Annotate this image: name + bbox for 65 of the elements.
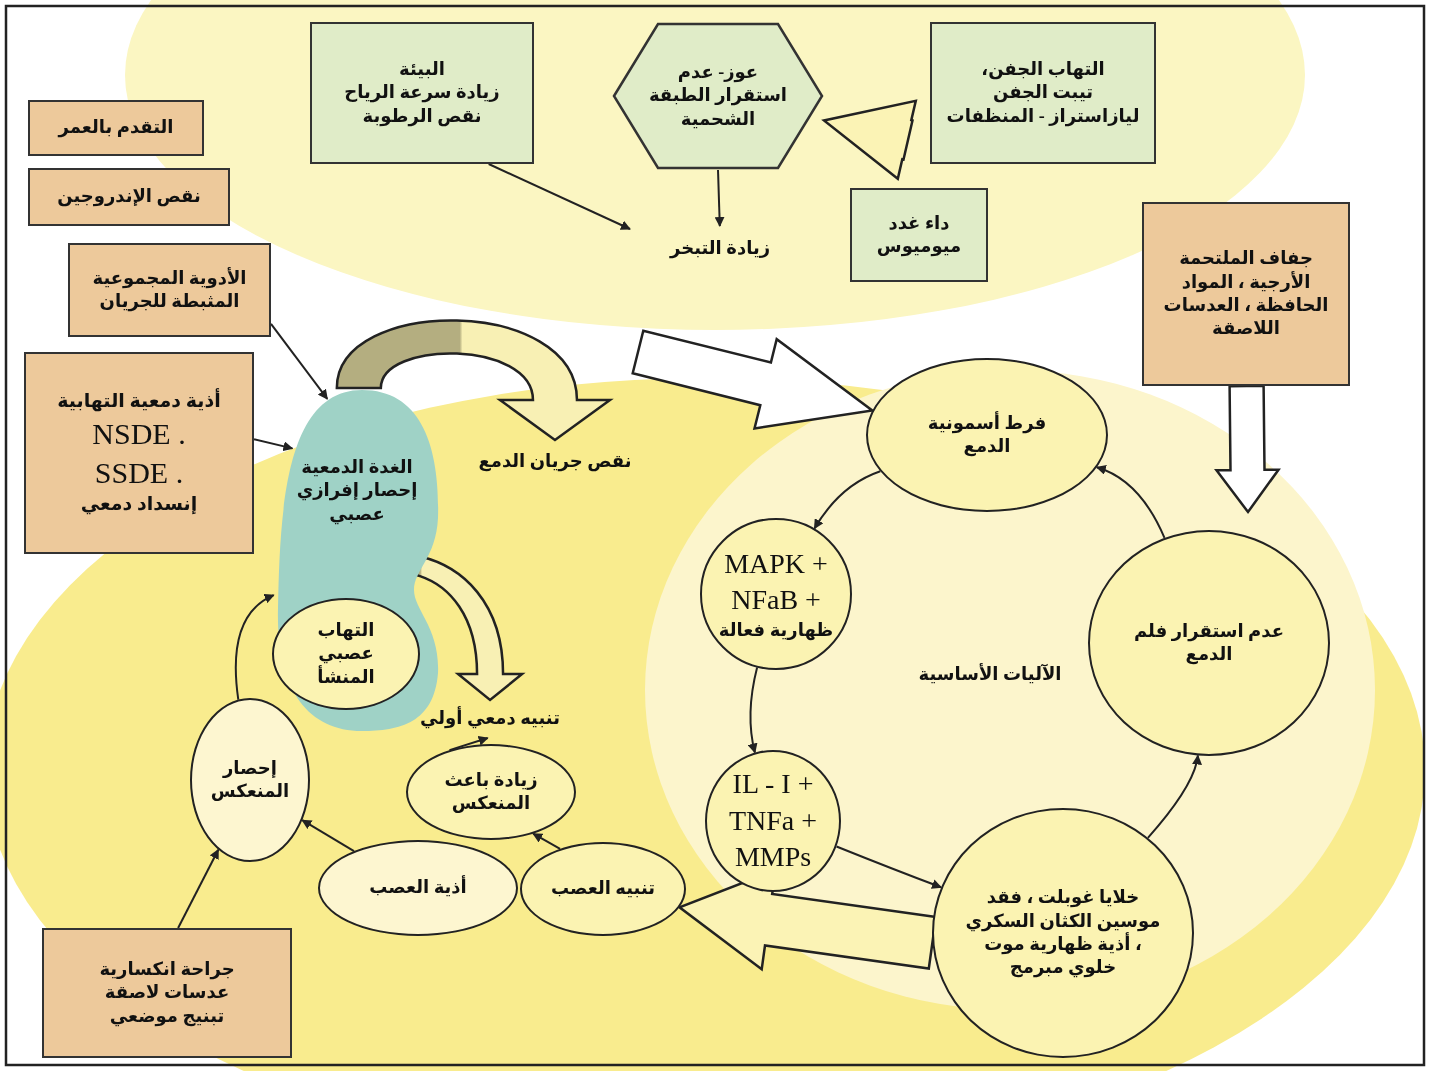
node-label: إحصار إفرازي عصبي — [295, 479, 419, 527]
node-label: . NSDE — [92, 416, 186, 452]
arrow — [1095, 465, 1166, 539]
node-label: عدسات لاصقة — [104, 981, 230, 1005]
node-label: ظهارية فعالة — [718, 618, 834, 643]
cause-box — [930, 22, 1156, 164]
cause-box — [28, 100, 204, 156]
label-text: زيادة التبخر — [670, 237, 771, 261]
arrow — [448, 735, 489, 752]
node-label: التهاب الجفن، — [981, 57, 1105, 82]
node-label: تبنيج موضعي — [109, 1004, 225, 1029]
node-label: . SSDE — [94, 455, 184, 491]
node-label: زيادة باعث المنعكس — [443, 768, 539, 815]
node-label: أذية دمعية التهابية — [57, 389, 221, 414]
label-text: تنبيه دمعي أولي — [420, 707, 560, 731]
arrow — [835, 845, 943, 889]
arrow — [270, 322, 329, 400]
cause-box — [1142, 202, 1350, 386]
block-arrow — [821, 99, 918, 181]
cause-box — [42, 928, 292, 1058]
cause-box — [850, 188, 988, 282]
node-label: التقدم بالعمر — [58, 116, 174, 140]
node-label: داء غدد ميوميوس — [875, 211, 963, 259]
label-text: نقص جريان الدمع — [478, 450, 632, 474]
cause-box — [24, 352, 254, 554]
node-label: + IL - I — [732, 767, 814, 802]
node-label: خلايا غوبلت ، فقد موسين الكثان السكري ، أذية ظهارية موت خلوي مبرمج — [964, 886, 1162, 980]
node-label: الغدة الدمعية — [301, 456, 413, 479]
node-label: إنسداد دمعي — [80, 492, 198, 517]
node-label: جراحة انكسارية — [99, 957, 235, 982]
curved-arrow — [335, 319, 612, 442]
cause-box — [28, 168, 230, 226]
node-label: أذية العصب — [369, 876, 467, 900]
cause-box — [68, 243, 271, 337]
node-label: الأدوية المجموعية المثبطة للجريان — [91, 266, 248, 314]
node-label: البيئة — [399, 57, 445, 81]
arrow — [253, 438, 294, 452]
arrow — [177, 848, 220, 929]
node-label: التهاب عصبي المنشأ — [316, 618, 376, 689]
arrow — [487, 163, 631, 230]
arrow — [714, 169, 725, 227]
arrow — [532, 832, 562, 850]
arrow — [813, 470, 882, 530]
node-label: + NFaB — [731, 583, 821, 618]
block-arrow — [1214, 384, 1281, 515]
node-label: زيادة سرعة الرياح — [344, 81, 500, 105]
arrow — [301, 819, 355, 853]
node-label: إحصار المنعكس — [209, 756, 291, 803]
node-label: نقص الإندروجين — [57, 185, 201, 209]
node-label: جفاف الملتحمة الأرجية ، المواد الحافظة ، العدسات اللاصقة — [1162, 247, 1330, 341]
node-label: عوز- عدم استقرار الطبقة الشحمية — [648, 60, 788, 131]
node-label: تنبيه العصب — [550, 877, 656, 901]
node-label: ليازاستراز - المنظفات — [946, 104, 1140, 129]
label-text: الآليات الأساسية — [918, 663, 1062, 687]
arrow — [1146, 754, 1202, 839]
node-label: + MAPK — [724, 546, 828, 581]
node-label: تيبت الجفن — [992, 81, 1094, 105]
cause-box — [310, 22, 534, 164]
arrow — [747, 666, 759, 754]
node-label: عدم استقرار فلم الدمع — [1132, 619, 1285, 667]
node-label: + TNFa — [728, 803, 818, 838]
node-label: نقص الرطوبة — [362, 104, 482, 129]
node-label: فرط أسمونية الدمع — [926, 411, 1048, 459]
node-label: MMPs — [734, 840, 812, 875]
arrow — [234, 594, 275, 701]
